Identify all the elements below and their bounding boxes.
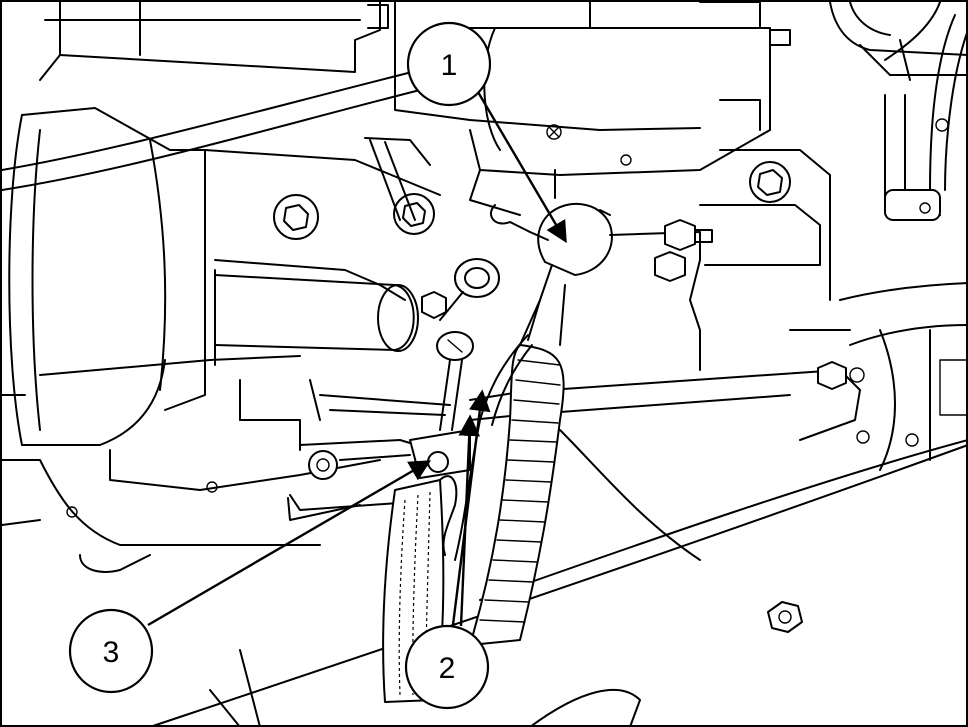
housing-bolt-2: [393, 193, 435, 235]
callout-3-circle: [68, 608, 154, 694]
callout-3-label: 3: [103, 636, 120, 669]
callout-1-group: 1: [406, 21, 567, 244]
plate-bolt-3: [749, 161, 791, 203]
housing-bolt-1: [273, 194, 319, 240]
right-hoses: [829, 1, 968, 471]
starter-motor: [394, 1, 791, 216]
mounting-plate: [609, 149, 851, 371]
ring-terminal: [436, 258, 500, 431]
callout-1-label: 1: [441, 49, 458, 82]
callout-1-leader: [476, 91, 567, 244]
housing-bolt-3: [421, 291, 447, 319]
top-bracket: [39, 1, 389, 81]
loose-nut: [767, 601, 803, 633]
flywheel-housing: [1, 107, 441, 526]
callout-2-circle: [404, 624, 490, 710]
corrugated-cable: [469, 284, 566, 646]
plate-stud-1: [664, 219, 713, 251]
callout-3-group: 3: [68, 460, 432, 694]
ground-bracket: [287, 429, 471, 521]
callout-3-leader: [147, 460, 432, 627]
plate-stud-2: [654, 251, 686, 282]
callout-2-label: 2: [439, 652, 456, 685]
cylinder-body: [214, 137, 431, 352]
callout-1-circle: [406, 21, 492, 107]
upper-tube: [1, 69, 421, 171]
callout-2-group: 2: [404, 389, 491, 710]
callout-2-leader-b: [458, 414, 481, 627]
